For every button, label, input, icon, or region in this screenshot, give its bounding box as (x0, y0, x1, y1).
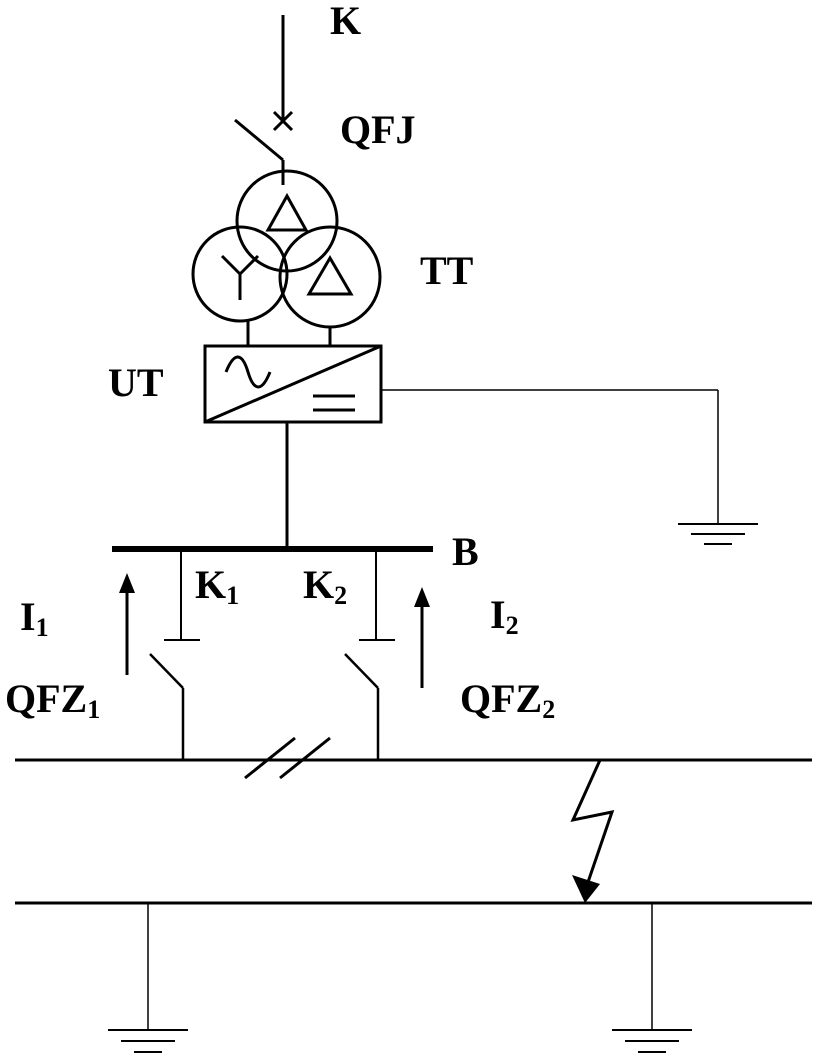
label-k1: K1 (195, 562, 239, 610)
current-arrow-i2 (414, 587, 430, 688)
branch-2 (345, 549, 395, 760)
label-ut: UT (108, 360, 164, 405)
label-tt: TT (420, 248, 474, 293)
label-k2: K2 (303, 562, 347, 610)
label-qfz2: QFZ2 (460, 676, 555, 724)
breaker-qfj (235, 112, 292, 185)
ut-ground-connection (381, 390, 758, 544)
label-qfz1: QFZ1 (5, 676, 100, 724)
wye-symbol (222, 256, 258, 300)
label-i2: I2 (490, 592, 519, 640)
section-insulator (245, 738, 330, 778)
ac-sine-symbol (226, 357, 270, 387)
rectifier-ut (205, 346, 381, 422)
rail-ground-right (612, 903, 692, 1052)
rail-ground-left (108, 903, 188, 1052)
fault-arrow (572, 760, 612, 903)
label-i1: I1 (20, 594, 49, 642)
current-arrow-i1 (119, 573, 135, 675)
label-k: K (330, 0, 361, 43)
qfz2-blade (345, 654, 378, 688)
transformer-tt (193, 171, 380, 327)
label-qfj: QFJ (340, 107, 416, 152)
winding-delta-top (237, 171, 337, 271)
branch-1 (150, 549, 200, 760)
delta-symbol-top (268, 196, 306, 230)
winding-delta-right (280, 227, 380, 327)
qfz1-blade (150, 654, 183, 688)
label-b: B (452, 529, 479, 574)
